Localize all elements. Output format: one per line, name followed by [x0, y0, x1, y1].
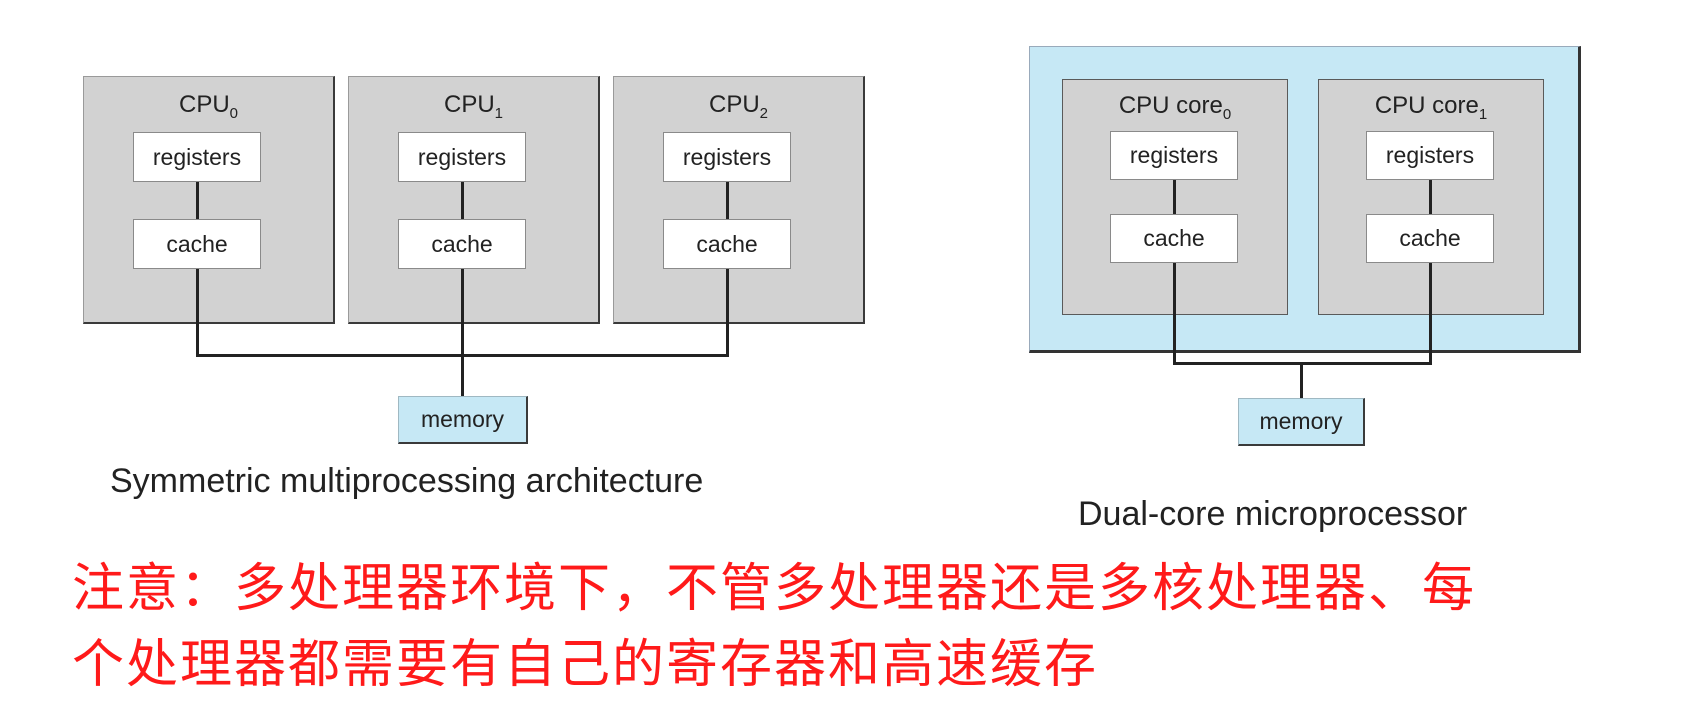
core-1-cache: cache — [1366, 214, 1494, 263]
cpu-0-box: CPU0 — [83, 76, 335, 324]
cpu-0-link — [196, 182, 199, 220]
core-memory-link — [1300, 362, 1303, 400]
bus-drop-0 — [196, 269, 199, 357]
dual-memory: memory — [1238, 398, 1365, 446]
cpu-2-cache: cache — [663, 219, 791, 269]
core-0-link — [1173, 180, 1176, 215]
cpu-1-link — [461, 182, 464, 220]
core-1-link — [1429, 180, 1432, 215]
cpu-0-cache: cache — [133, 219, 261, 269]
smp-caption: Symmetric multiprocessing architecture — [110, 462, 704, 500]
core-bus-drop-0 — [1173, 263, 1176, 365]
core-bus-drop-1 — [1429, 263, 1432, 365]
smp-memory: memory — [398, 396, 528, 444]
cpu-2-link — [726, 182, 729, 220]
cpu-2-label: CPU2 — [708, 91, 768, 122]
bus-drop-2 — [726, 269, 729, 357]
cpu-1-cache: cache — [398, 219, 526, 269]
core-1-label: CPU core1 — [1374, 92, 1488, 123]
cpu-0-label: CPU0 — [178, 91, 238, 122]
system-bus — [196, 354, 729, 357]
cpu-1-registers: registers — [398, 132, 526, 182]
core-1-registers: registers — [1366, 131, 1494, 180]
note-line-1: 注意：多处理器环境下，不管多处理器还是多核处理器、每 — [72, 559, 1477, 619]
cpu-1-label: CPU1 — [443, 91, 503, 122]
cpu-2-registers: registers — [663, 132, 791, 182]
core-0-label: CPU core0 — [1118, 92, 1232, 123]
core-0-cache: cache — [1110, 214, 1238, 263]
dual-caption: Dual-core microprocessor — [1078, 495, 1468, 533]
cpu-2-box: CPU2 — [613, 76, 865, 324]
cpu-1-box: CPU1 — [348, 76, 600, 324]
cpu-0-registers: registers — [133, 132, 261, 182]
core-0-registers: registers — [1110, 131, 1238, 180]
bus-drop-1 — [461, 269, 464, 399]
note-line-2: 个处理器都需要有自己的寄存器和高速缓存 — [72, 635, 1099, 695]
